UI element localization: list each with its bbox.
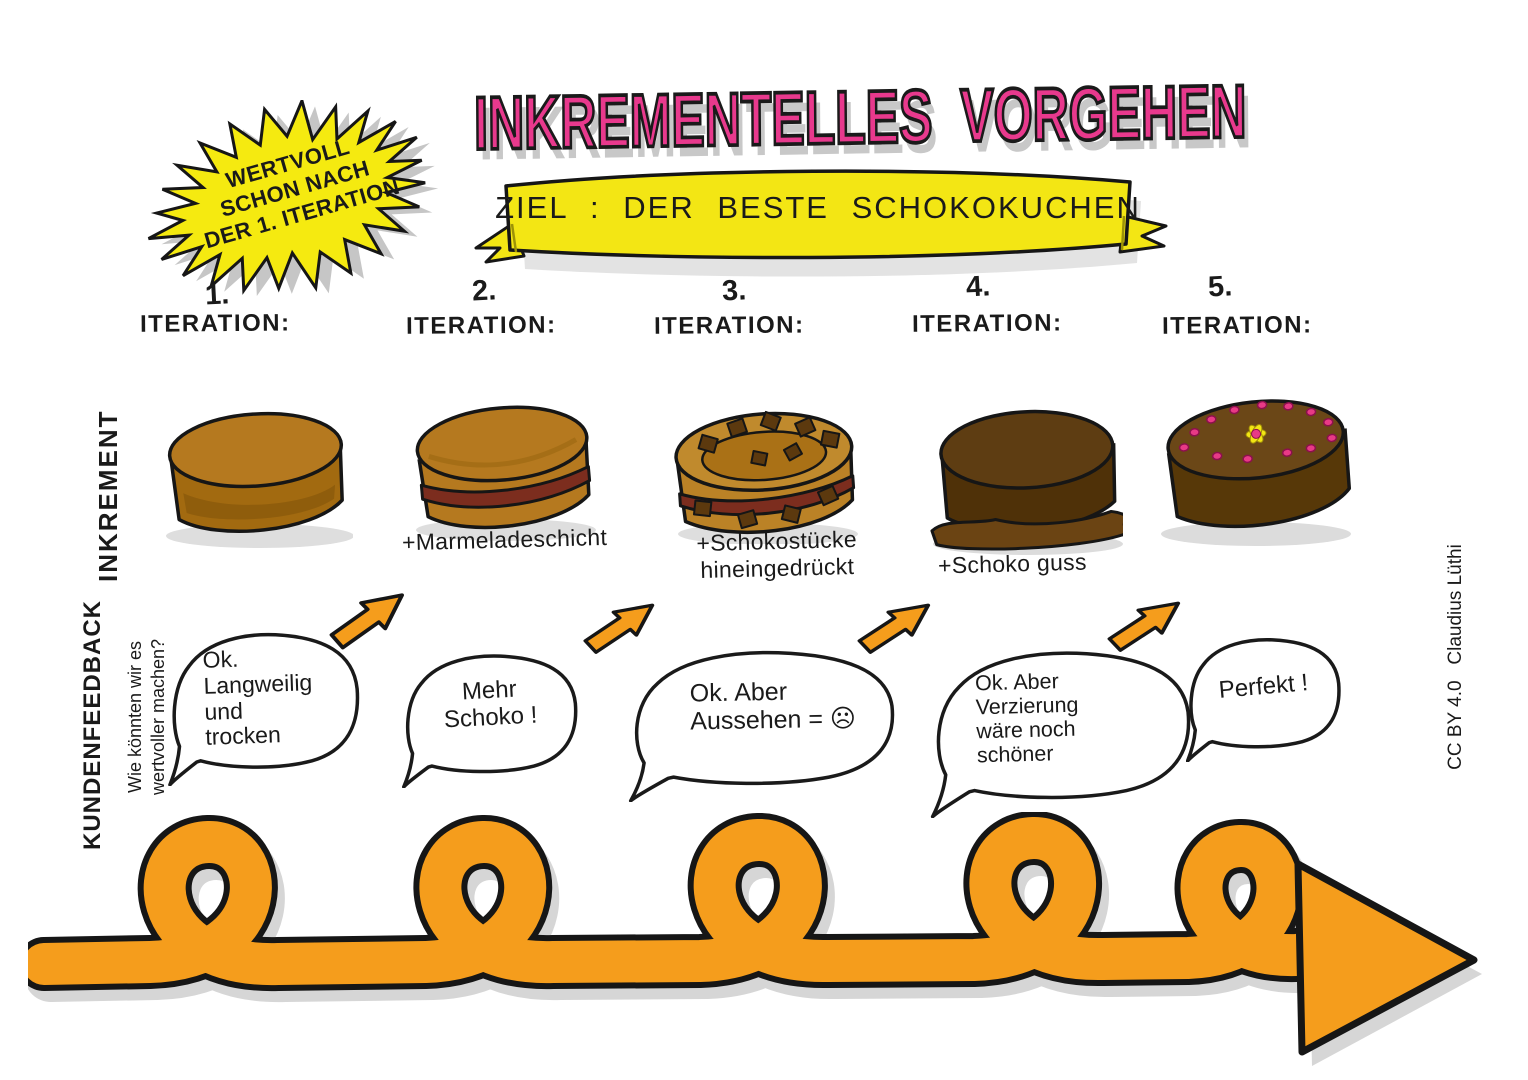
value-starburst-badge: WERTVOLL SCHON NACH DER 1. ITERATION	[140, 100, 440, 305]
cake-iteration-3	[668, 392, 858, 544]
loop-arrow-drawing	[28, 812, 1512, 1074]
cake-iteration-1	[158, 392, 353, 550]
iteration-5-label: ITERATION:	[1161, 311, 1313, 340]
up-right-arrow-icon-4	[1104, 586, 1186, 656]
up-right-arrow-icon-3	[854, 588, 936, 658]
iteration-2-number: 2.	[471, 274, 498, 308]
iteration-1-label: ITERATION:	[139, 309, 291, 338]
feedback-bubble-4-text: Ok. Aber Verzierung wäre noch schöner	[974, 669, 1079, 768]
goal-banner	[466, 160, 1170, 280]
iteration-3-label: ITERATION:	[653, 311, 805, 340]
cake-iteration-2	[408, 390, 598, 542]
feedback-bubble-5: Perfekt !	[1186, 636, 1341, 762]
up-right-arrow-icon-2	[580, 588, 660, 658]
cake-4-caption: +Schoko guss	[937, 548, 1088, 579]
iteration-1-number: 1.	[204, 278, 231, 312]
flower-decoration	[1245, 424, 1267, 444]
iteration-5-number: 5.	[1207, 270, 1234, 304]
increment-row-label: INKREMENT	[93, 409, 123, 582]
cake-iteration-4	[923, 392, 1123, 557]
cake-3-caption: +Schokostücke hineingedrückt	[696, 525, 858, 584]
feedback-bubble-3: Ok. Aber Aussehen = ☹	[628, 648, 896, 802]
page-title: INKREMENTELLES VORGEHEN	[472, 68, 1248, 167]
feedback-bubble-2-text: Mehr Schoko !	[443, 675, 538, 734]
goal-banner-ribbon	[474, 169, 1168, 277]
starburst-shape	[147, 100, 439, 297]
feedback-bubble-4: Ok. Aber Verzierung wäre noch schöner	[930, 648, 1192, 818]
feedback-bubble-2: Mehr Schoko !	[402, 652, 578, 788]
goal-banner-text: ZIEL : DER BESTE SCHOKOKUCHEN	[495, 190, 1141, 225]
feedback-bubble-3-text: Ok. Aber Aussehen = ☹	[689, 677, 857, 736]
license-credit: CC BY 4.0 Claudius Lüthi	[1445, 544, 1466, 770]
feedback-bubble-1-text: Ok. Langweilig und trocken	[202, 645, 313, 751]
iteration-4-number: 4.	[965, 270, 992, 304]
iteration-4-label: ITERATION:	[911, 309, 1063, 338]
cake-2-caption: +Marmeladeschicht	[401, 523, 608, 556]
feedback-question-label: Wie könnten wir es wertvoller machen?	[125, 638, 168, 796]
up-right-arrow-icon-1	[326, 576, 410, 654]
cake-iteration-5	[1156, 384, 1356, 549]
iteration-2-label: ITERATION:	[405, 311, 557, 340]
iteration-3-number: 3.	[721, 274, 748, 308]
feedback-bubble-1: Ok. Langweilig und trocken	[168, 630, 360, 786]
